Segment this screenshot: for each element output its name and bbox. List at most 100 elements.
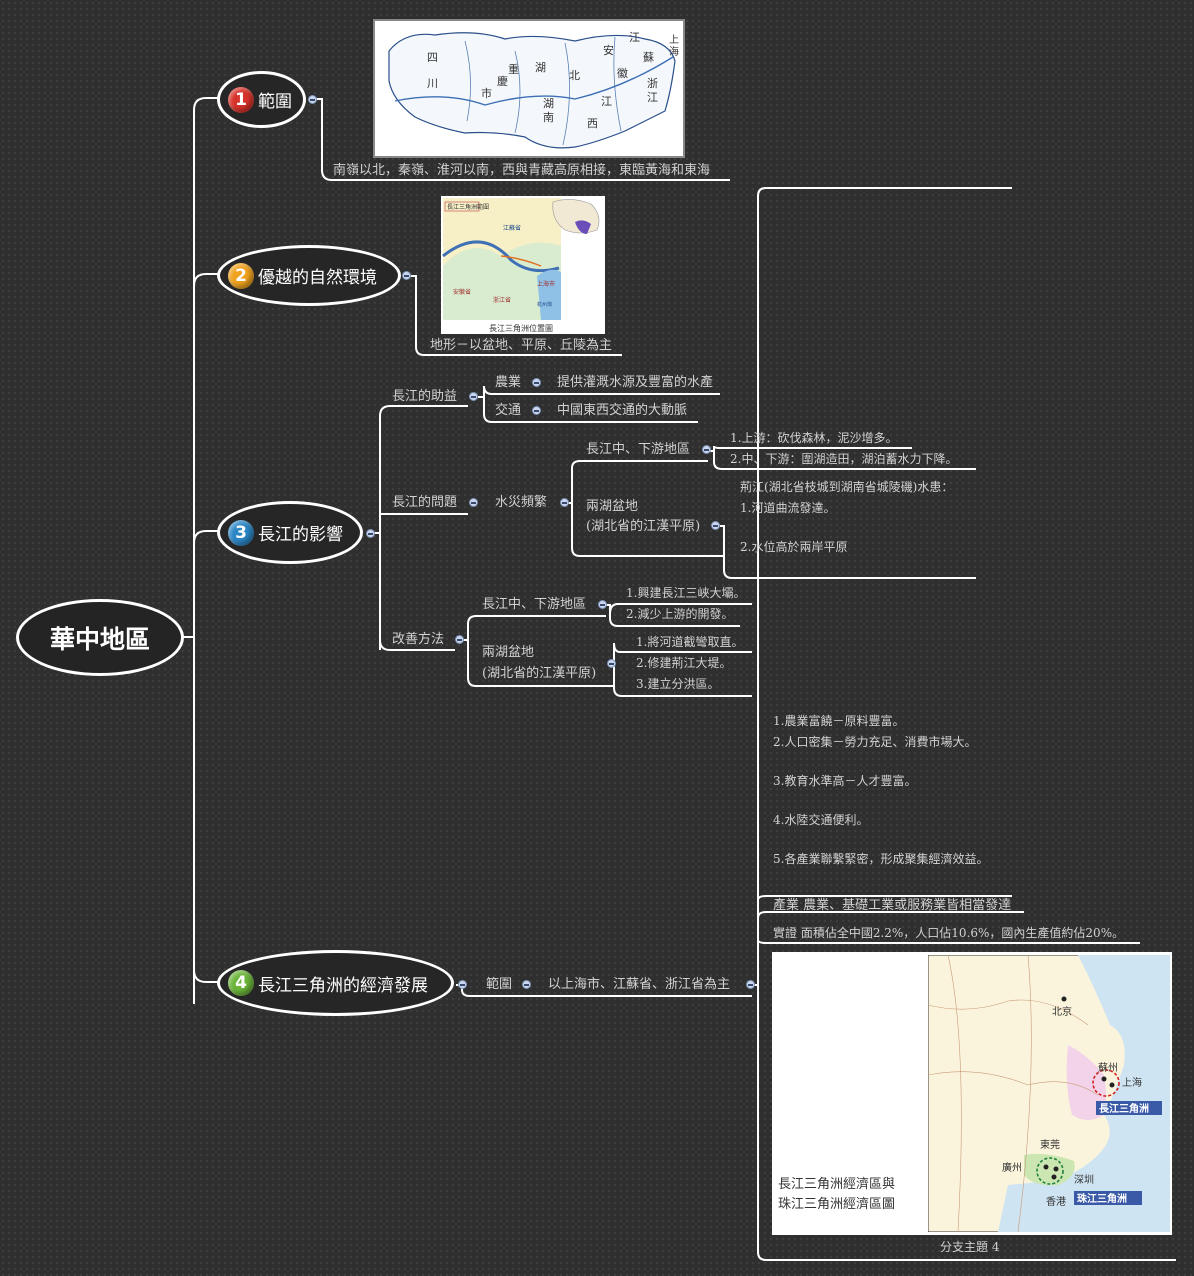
flood-label[interactable]: 水災頻繁	[495, 495, 548, 510]
map-label-sichuan-1: 四	[427, 51, 438, 64]
central-china-map: 四 川 重 慶 市 湖 北 湖 南 安 徽 江 西 江 蘇 浙 江 上 海	[373, 19, 685, 158]
map-label-beijing: 北京	[1052, 1005, 1072, 1018]
map-label-jiangxi-2: 西	[587, 117, 598, 130]
map-label-hunan-2: 南	[543, 111, 554, 124]
terrain-description[interactable]: 地形－以盆地、平原、丘陵為主	[430, 338, 613, 353]
problem-basin-label-2[interactable]: (湖北省的江漢平原)	[586, 519, 701, 534]
collapse-icon[interactable]	[598, 600, 607, 609]
collapse-icon[interactable]	[522, 980, 531, 989]
advantage-item-2[interactable]: 2.人口密集－勞力充足、消費市場大。	[773, 735, 977, 749]
advantage-item-3[interactable]: 3.教育水準高－人才豐富。	[773, 774, 917, 788]
map-label-hangzhou-bay: 杭州灣	[537, 301, 552, 308]
problem-midlower-item-1[interactable]: 1.上游：砍伐森林，泥沙增多。	[730, 431, 898, 445]
collapse-icon[interactable]	[308, 95, 317, 104]
map-label-shanghai-2: 海	[669, 45, 679, 58]
benefit-label[interactable]: 長江的助益	[392, 389, 458, 404]
map-label-zhejiang-2: 江	[647, 91, 658, 104]
topic-range[interactable]: 1 範圍	[217, 71, 306, 128]
subtopic-label[interactable]: 分支主題 4	[940, 1240, 1000, 1254]
map-label-sichuan-2: 川	[427, 77, 438, 90]
benefit-agriculture-label[interactable]: 農業	[495, 375, 522, 390]
problem-midlower-item-2[interactable]: 2.中、下游：圍湖造田，湖泊蓄水力下降。	[730, 452, 958, 466]
map-image: 北京 蘇州 上海 長江三角洲 東莞 廣州 深圳 香港 珠江三角洲	[928, 955, 1170, 1232]
collapse-icon[interactable]	[458, 980, 467, 989]
collapse-icon[interactable]	[469, 392, 478, 401]
map-label-dongguan: 東莞	[1040, 1138, 1060, 1151]
map-label-jiangxi-1: 江	[601, 95, 612, 108]
map-label-chongqing-1: 重	[508, 62, 519, 76]
improve-label[interactable]: 改善方法	[392, 632, 445, 647]
map-label-anhui-1: 安	[603, 43, 614, 57]
problem-basin-label-1[interactable]: 兩湖盆地	[586, 499, 639, 514]
map-label-jiangsu: 江蘇省	[503, 224, 521, 232]
benefit-transport-label[interactable]: 交通	[495, 403, 522, 418]
improve-basin-item-3[interactable]: 3.建立分洪區。	[636, 677, 720, 691]
topic-delta-economy[interactable]: 4 長江三角洲的經濟發展	[217, 950, 454, 1016]
number-badge-2: 2	[228, 262, 254, 289]
map-label-shanghai-1: 上	[669, 34, 679, 46]
improve-midlower-item-2[interactable]: 2.減少上游的開發。	[626, 607, 734, 621]
collapse-icon[interactable]	[607, 659, 616, 668]
topic-yangtze-label: 長江的影響	[258, 525, 343, 545]
map-label-anhui-2: 徽	[617, 66, 628, 80]
map-legend-delta: 長江三角洲範圍	[447, 203, 489, 211]
problem-midlower-label[interactable]: 長江中、下游地區	[586, 442, 691, 457]
topic-range-label: 範圍	[258, 92, 292, 112]
problem-label[interactable]: 長江的問題	[392, 495, 458, 510]
map-label-shanghai: 上海市	[537, 280, 555, 288]
improve-basin-label-2[interactable]: (湖北省的江漢平原)	[482, 666, 597, 681]
topic-nature[interactable]: 2 優越的自然環境	[217, 245, 401, 306]
map-label-jiangsu-2: 蘇	[643, 51, 654, 64]
map-label-jiangsu-1: 江	[629, 31, 640, 44]
map-image: 四 川 重 慶 市 湖 北 湖 南 安 徽 江 西 江 蘇 浙 江 上 海	[388, 31, 679, 149]
improve-basin-item-2[interactable]: 2.修建荊江大堤。	[636, 656, 732, 670]
collapse-icon[interactable]	[366, 529, 375, 538]
central-topic[interactable]: 華中地區	[16, 599, 184, 676]
collapse-icon[interactable]	[532, 378, 541, 387]
range-description[interactable]: 南嶺以北，秦嶺、淮河以南，西與青藏高原相接，東臨黃海和東海	[333, 163, 711, 178]
map-label-chongqing-3: 市	[481, 86, 492, 100]
delta-location-map: 長江三角洲範圍 江蘇省 安徽省 浙江省 上海市 杭州灣 長江三角洲位置圖	[441, 196, 605, 334]
advantage-item-1[interactable]: 1.農業富饒－原料豐富。	[773, 714, 905, 728]
collapse-icon[interactable]	[560, 498, 569, 507]
jingjiang-flood-title[interactable]: 荊江(湖北省枝城到湖南省城陵磯)水患：	[740, 480, 954, 494]
map-title-line-2: 珠江三角洲經濟區圖	[778, 1197, 896, 1212]
map-label-anhui: 安徽省	[453, 288, 471, 296]
collapse-icon[interactable]	[532, 406, 541, 415]
map-caption: 長江三角洲位置圖	[489, 323, 553, 333]
map-label-hunan-1: 湖	[543, 97, 554, 110]
topic-yangtze[interactable]: 3 長江的影響	[217, 501, 363, 564]
map-label-yrd: 長江三角洲	[1099, 1102, 1149, 1115]
scope-value[interactable]: 以上海市、江蘇省、浙江省為主	[548, 977, 731, 992]
topic-nature-label: 優越的自然環境	[258, 268, 377, 288]
improve-midlower-item-1[interactable]: 1.興建長江三峽大壩。	[626, 586, 746, 600]
benefit-transport-value[interactable]: 中國東西交通的大動脈	[557, 403, 688, 418]
collapse-icon[interactable]	[455, 635, 464, 644]
improve-basin-item-1[interactable]: 1.將河道截彎取直。	[636, 635, 744, 649]
map-label-hongkong: 香港	[1046, 1196, 1066, 1208]
scope-label[interactable]: 範圍	[486, 977, 513, 992]
map-label-zhejiang-1: 浙	[647, 77, 658, 90]
collapse-icon[interactable]	[469, 498, 478, 507]
evidence-text[interactable]: 實證 面積佔全中國2.2%，人口佔10.6%，國內生產值約佔20%。	[773, 926, 1125, 940]
industry-text[interactable]: 產業 農業、基礎工業或服務業皆相當發達	[773, 898, 1012, 913]
jingjiang-flood-item-2[interactable]: 2.水位高於兩岸平原	[740, 540, 848, 554]
map-label-hubei-2: 北	[569, 69, 580, 82]
map-label-zhejiang: 浙江省	[493, 296, 511, 304]
collapse-icon[interactable]	[711, 521, 720, 530]
map-label-shanghai: 上海	[1122, 1076, 1142, 1089]
central-title: 華中地區	[49, 624, 150, 654]
advantage-item-5[interactable]: 5.各產業聯繫緊密，形成聚集經濟效益。	[773, 852, 989, 866]
collapse-icon[interactable]	[402, 271, 411, 280]
collapse-icon[interactable]	[702, 445, 711, 454]
collapse-icon[interactable]	[746, 980, 755, 989]
map-label-suzhou: 蘇州	[1098, 1061, 1118, 1074]
improve-midlower-label[interactable]: 長江中、下游地區	[482, 597, 587, 612]
jingjiang-flood-item-1[interactable]: 1.河道曲流發達。	[740, 501, 836, 515]
advantage-item-4[interactable]: 4.水陸交通便利。	[773, 813, 869, 827]
benefit-agriculture-value[interactable]: 提供灌溉水源及豐富的水產	[557, 375, 714, 390]
improve-basin-label-1[interactable]: 兩湖盆地	[482, 645, 535, 660]
topic-delta-label: 長江三角洲的經濟發展	[258, 975, 428, 996]
number-badge-3: 3	[228, 519, 254, 546]
